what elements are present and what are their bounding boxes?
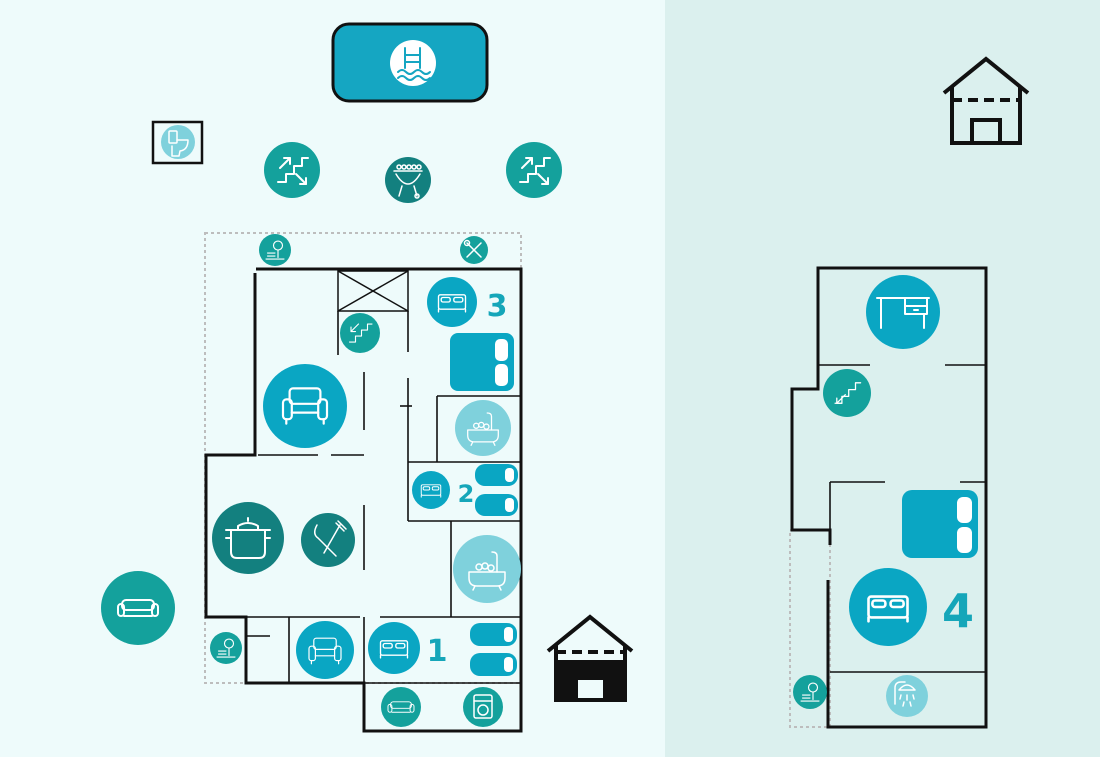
living-armchair[interactable] xyxy=(263,364,347,448)
pool[interactable] xyxy=(331,22,489,103)
bedroom-1-label: 1 xyxy=(427,634,448,669)
ground-garden-top[interactable] xyxy=(259,234,291,266)
cooking-pot-icon xyxy=(225,517,271,559)
bedroom-3-bed[interactable] xyxy=(427,277,477,327)
toilet-icon xyxy=(168,130,189,157)
desk-icon xyxy=(876,297,930,329)
outdoor-sofa[interactable] xyxy=(101,571,175,645)
outdoor-toilet[interactable] xyxy=(151,120,204,165)
barbecue-icon xyxy=(393,164,423,199)
upper-floor-plan xyxy=(789,266,988,729)
bedroom-4-label: 4 xyxy=(942,584,974,638)
stairs-icon xyxy=(834,382,862,404)
stairs-icon xyxy=(277,157,309,185)
house-ground-floor-icon xyxy=(546,614,634,702)
bathroom-1-tub[interactable] xyxy=(455,400,511,456)
bathroom-2-tub[interactable] xyxy=(453,535,521,603)
outdoor-stairs-left[interactable] xyxy=(264,142,320,198)
house-outline-icon xyxy=(942,56,1030,145)
bedroom-4-bed[interactable] xyxy=(849,568,927,646)
bedroom-2-twin-beds[interactable] xyxy=(475,464,518,516)
barbecue[interactable] xyxy=(385,157,431,203)
bedroom-3-double-bed[interactable] xyxy=(450,333,514,391)
outdoor-stairs-right[interactable] xyxy=(506,142,562,198)
utility-washer[interactable] xyxy=(463,687,503,727)
kitchen-pot[interactable] xyxy=(212,502,284,574)
twin-beds-icon xyxy=(505,468,514,512)
twin-beds-icon xyxy=(504,627,513,672)
ground-floor-plan xyxy=(204,232,523,733)
ground-garden-bottom[interactable] xyxy=(210,632,242,664)
stairs-icon xyxy=(519,157,551,185)
bedroom-2-label: 2 xyxy=(458,480,475,508)
cutlery-icon xyxy=(314,520,347,557)
pool-icon xyxy=(397,47,431,81)
upper-stairs[interactable] xyxy=(823,369,871,417)
tools-icon xyxy=(463,239,482,258)
upper-garden[interactable] xyxy=(793,675,827,709)
bedroom-4-double-bed[interactable] xyxy=(902,490,978,558)
lounge-armchair[interactable] xyxy=(296,621,354,679)
utility-sofa[interactable] xyxy=(381,687,421,727)
bedroom-1-bed[interactable] xyxy=(368,622,420,674)
bedroom-1-twin-beds[interactable] xyxy=(470,623,517,676)
upper-desk[interactable] xyxy=(866,275,940,349)
ground-stairs[interactable] xyxy=(340,313,380,353)
double-bed-icon xyxy=(495,339,508,386)
ground-tools[interactable] xyxy=(460,236,488,264)
bedroom-3-label: 3 xyxy=(487,289,508,324)
washing-machine-icon xyxy=(473,694,493,719)
double-bed-icon xyxy=(957,497,972,553)
shower-icon xyxy=(894,681,916,707)
bedroom-2-bed[interactable] xyxy=(412,471,450,509)
upper-shower[interactable] xyxy=(886,675,928,717)
dining-cutlery[interactable] xyxy=(301,513,355,567)
